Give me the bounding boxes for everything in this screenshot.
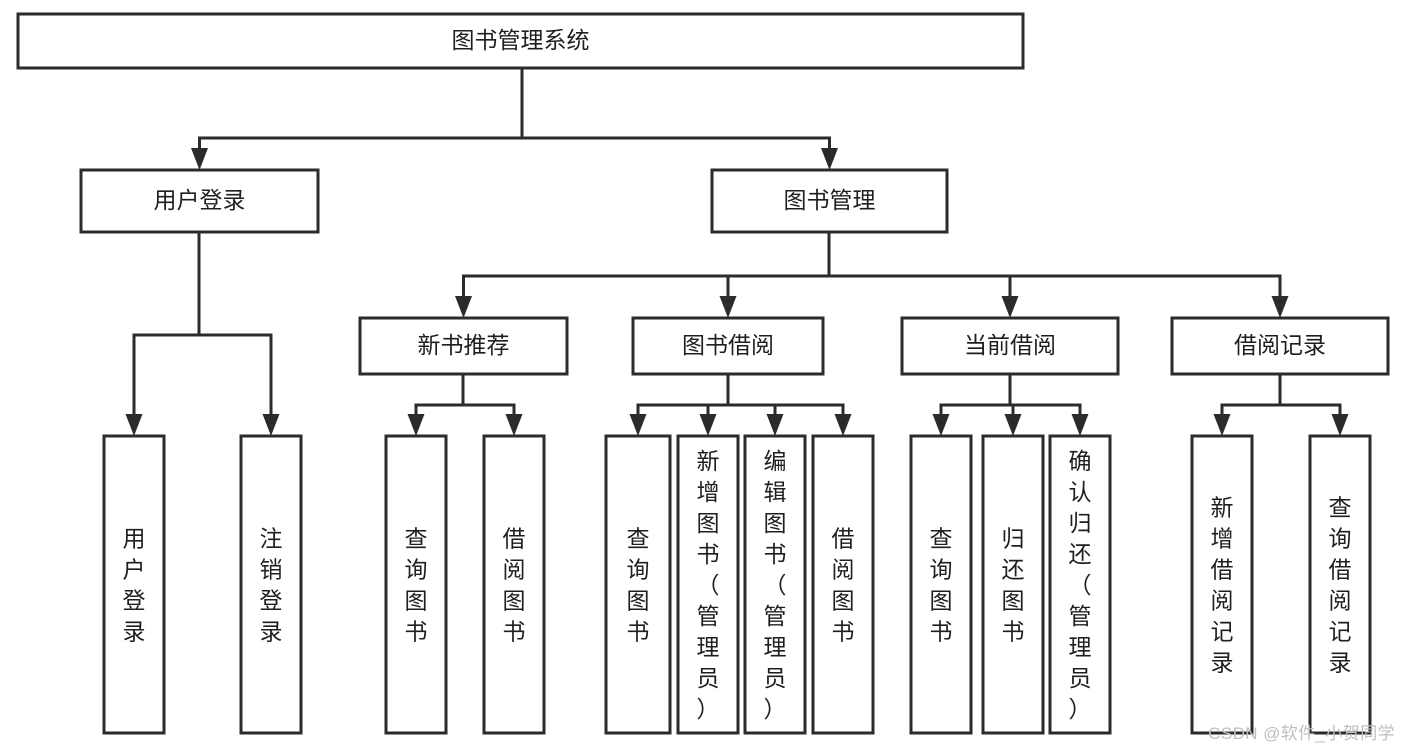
node-label: 编辑图书（管理员）: [764, 448, 787, 722]
node-box[interactable]: [811, 434, 875, 735]
node-book-management[interactable]: 图书管理: [710, 168, 949, 234]
node-leaf-add-book[interactable]: 新增图书（管理员）: [676, 434, 740, 735]
node-label: 归还图书: [1002, 526, 1025, 645]
arrow-head-icon: [125, 414, 143, 436]
node-box[interactable]: [482, 434, 546, 735]
edge-group-book-management: [455, 230, 1289, 318]
node-label: 查询图书: [405, 526, 428, 645]
node-box[interactable]: [900, 316, 1120, 376]
node-leaf-user-login[interactable]: 用户登录: [102, 434, 166, 735]
node-box[interactable]: [358, 316, 569, 376]
node-box[interactable]: [631, 316, 825, 376]
arrow-head-icon: [629, 414, 647, 436]
node-label: 图书管理系统: [452, 27, 590, 53]
node-leaf-edit-book[interactable]: 编辑图书（管理员）: [743, 434, 807, 735]
arrow-head-icon: [505, 414, 523, 436]
connector-layer: [125, 66, 1349, 436]
arrow-head-icon: [834, 414, 852, 436]
node-leaf-return-book[interactable]: 归还图书: [981, 434, 1045, 735]
edge-group-user-login: [125, 230, 280, 436]
arrow-head-icon: [262, 414, 280, 436]
arrow-head-icon: [1213, 414, 1231, 436]
node-box[interactable]: [710, 168, 949, 234]
node-label: 借阅图书: [503, 526, 526, 645]
edge-group-current-borrow: [932, 372, 1089, 436]
node-label: 查询图书: [627, 526, 650, 645]
node-root[interactable]: 图书管理系统: [16, 12, 1025, 70]
node-leaf-query-book-3[interactable]: 查询图书: [909, 434, 973, 735]
node-label: 图书管理: [784, 187, 876, 213]
node-box[interactable]: [743, 434, 807, 735]
node-box[interactable]: [1190, 434, 1254, 735]
node-user-login[interactable]: 用户登录: [79, 168, 320, 234]
node-current-borrow[interactable]: 当前借阅: [900, 316, 1120, 376]
arrow-head-icon: [1331, 414, 1349, 436]
node-label: 用户登录: [154, 187, 246, 213]
node-box[interactable]: [909, 434, 973, 735]
arrow-head-icon: [1001, 296, 1019, 318]
node-box[interactable]: [102, 434, 166, 735]
node-leaf-query-borrow-record[interactable]: 查询借阅记录: [1308, 434, 1372, 735]
edge-group-root: [191, 66, 838, 170]
arrow-head-icon: [821, 148, 838, 170]
arrow-head-icon: [932, 414, 950, 436]
node-label: 查询图书: [930, 526, 953, 645]
node-box[interactable]: [79, 168, 320, 234]
arrow-head-icon: [719, 296, 737, 318]
node-label: 新增借阅记录: [1211, 495, 1234, 676]
arrow-head-icon: [699, 414, 717, 436]
node-label: 注销登录: [260, 526, 283, 645]
node-leaf-borrow-book-1[interactable]: 借阅图书: [482, 434, 546, 735]
watermark-label: CSDN @软件_小贺同学: [1208, 724, 1395, 743]
arrow-head-icon: [191, 148, 208, 170]
node-box[interactable]: [1170, 316, 1390, 376]
node-label: 借阅图书: [832, 526, 855, 645]
node-box[interactable]: [384, 434, 448, 735]
node-label: 图书借阅: [682, 332, 774, 358]
node-borrow-record[interactable]: 借阅记录: [1170, 316, 1390, 376]
node-label: 查询借阅记录: [1329, 495, 1352, 676]
node-leaf-query-book-2[interactable]: 查询图书: [604, 434, 672, 735]
node-label: 新书推荐: [418, 332, 510, 358]
node-leaf-confirm-return[interactable]: 确认归还（管理员）: [1048, 434, 1112, 735]
node-label: 借阅记录: [1234, 332, 1326, 358]
node-box[interactable]: [1308, 434, 1372, 735]
arrow-head-icon: [766, 414, 784, 436]
node-box[interactable]: [604, 434, 672, 735]
node-leaf-query-book-1[interactable]: 查询图书: [384, 434, 448, 735]
arrow-head-icon: [407, 414, 425, 436]
node-box[interactable]: [239, 434, 303, 735]
node-box[interactable]: [981, 434, 1045, 735]
node-layer: 图书管理系统用户登录图书管理新书推荐图书借阅当前借阅借阅记录用户登录注销登录查询…: [16, 12, 1390, 735]
node-box[interactable]: [676, 434, 740, 735]
edge-group-borrow-record: [1213, 372, 1349, 436]
edge-group-book-borrow: [629, 372, 852, 436]
node-new-book-recommend[interactable]: 新书推荐: [358, 316, 569, 376]
node-label: 用户登录: [123, 526, 146, 645]
arrow-head-icon: [455, 296, 472, 318]
node-leaf-logout-login[interactable]: 注销登录: [239, 434, 303, 735]
node-book-borrow[interactable]: 图书借阅: [631, 316, 825, 376]
arrow-head-icon: [1004, 414, 1022, 436]
node-label: 确认归还（管理员）: [1069, 448, 1092, 722]
node-label: 当前借阅: [964, 332, 1056, 358]
arrow-head-icon: [1271, 296, 1289, 318]
node-box[interactable]: [16, 12, 1025, 70]
node-leaf-add-borrow-record[interactable]: 新增借阅记录: [1190, 434, 1254, 735]
node-leaf-borrow-book-2[interactable]: 借阅图书: [811, 434, 875, 735]
edge-group-new-book-recommend: [407, 372, 523, 436]
arrow-head-icon: [1071, 414, 1089, 436]
node-box[interactable]: [1048, 434, 1112, 735]
node-label: 新增图书（管理员）: [697, 448, 720, 722]
